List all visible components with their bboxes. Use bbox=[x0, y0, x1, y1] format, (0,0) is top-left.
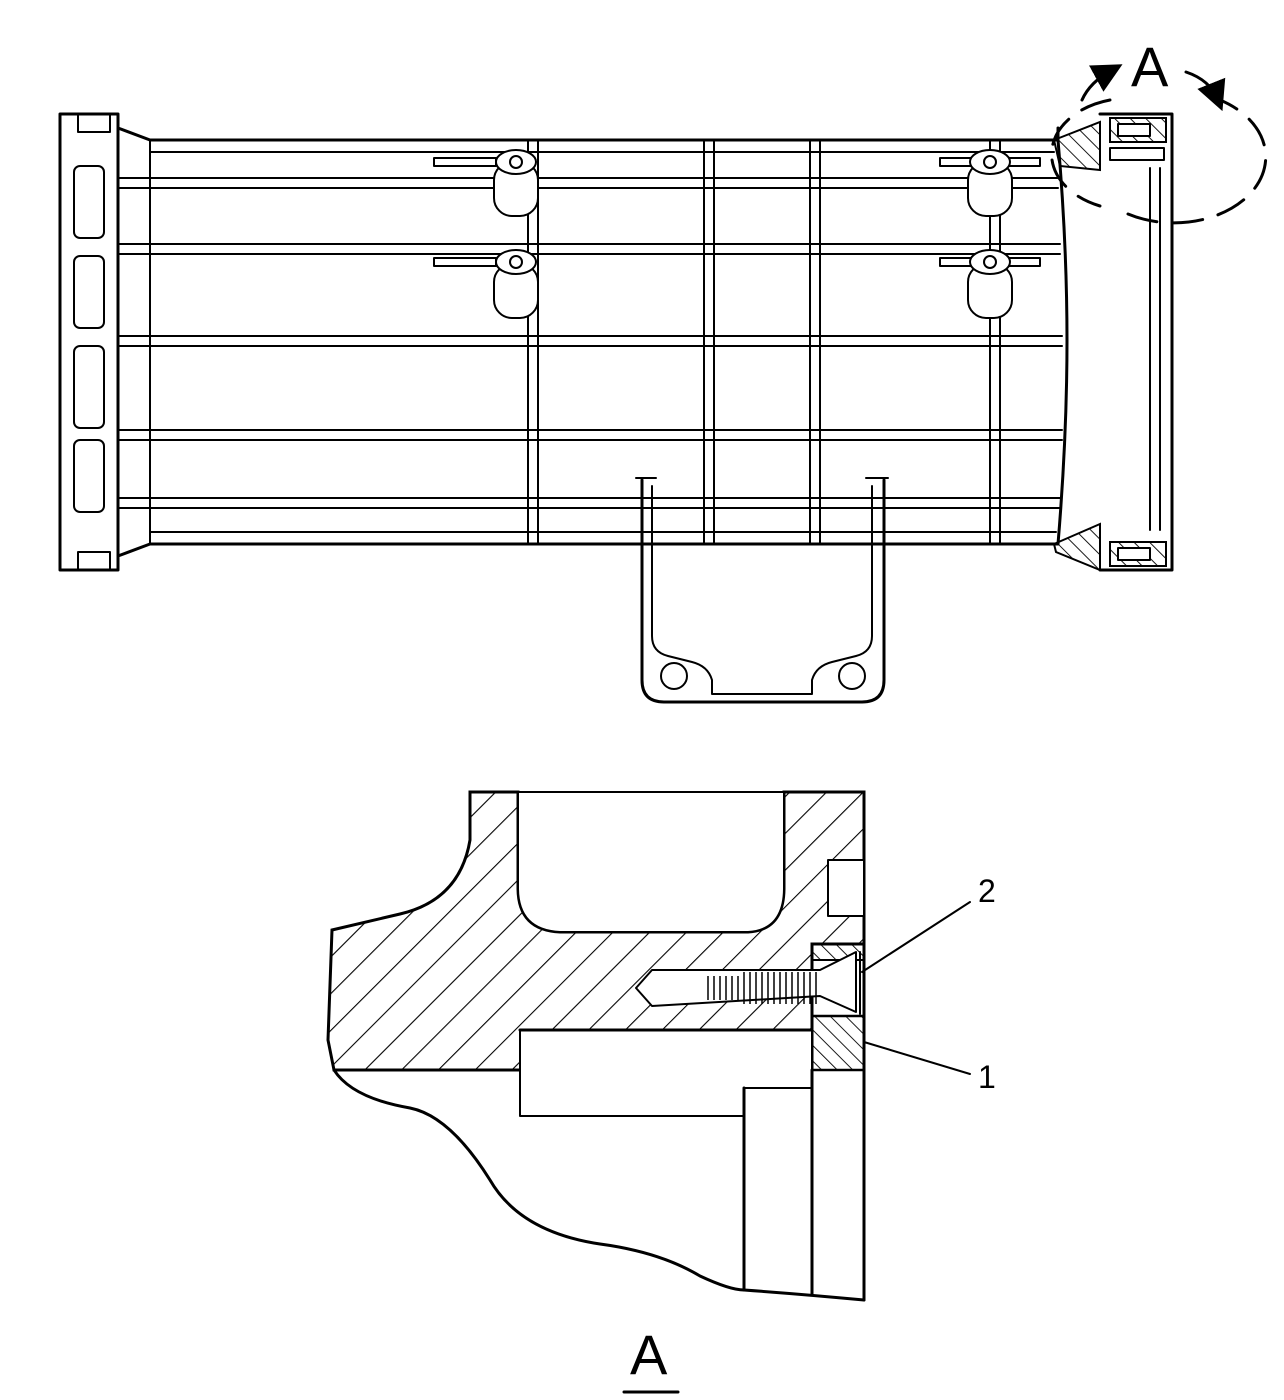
mounting-bracket bbox=[635, 477, 889, 704]
detail-circle bbox=[1050, 64, 1268, 225]
ribs bbox=[117, 139, 1063, 545]
bolt-threads bbox=[707, 972, 817, 1004]
right-flange bbox=[1052, 112, 1174, 572]
detail-label-a: A bbox=[1131, 35, 1169, 98]
detail-a-view bbox=[326, 790, 866, 1302]
housing-main-view: A bbox=[58, 35, 1268, 704]
detail-title: A bbox=[630, 1323, 668, 1386]
callout-1: 1 bbox=[978, 1059, 996, 1095]
bolt bbox=[635, 951, 861, 1015]
seal-ring bbox=[810, 1014, 866, 1072]
callout-2: 2 bbox=[978, 873, 996, 909]
callouts: 2 1 bbox=[861, 873, 996, 1095]
bosses bbox=[433, 149, 1041, 319]
